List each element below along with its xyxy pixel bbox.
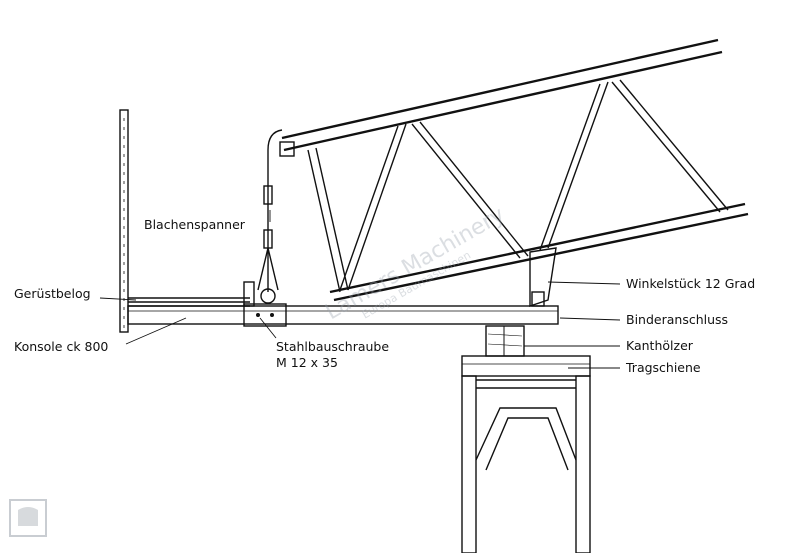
label-tragschiene: Tragschiene (625, 360, 701, 375)
label-kanthoelzer: Kanthölzer (626, 338, 694, 353)
truss-bottom-chord (329, 202, 749, 302)
truss-top-chord (279, 38, 723, 157)
label-geruestbelog: Gerüstbelog (14, 286, 91, 301)
scaffold-decking (128, 297, 250, 307)
bolt-plate (243, 281, 287, 327)
label-stahlbauschraube: Stahlbauschraube (276, 339, 389, 354)
brand-logo-icon (9, 499, 47, 537)
scaffold-post (119, 109, 129, 333)
tarp-tensioner (257, 129, 283, 304)
label-blachenspanner: Blachenspanner (144, 217, 246, 232)
timber-blocks (485, 325, 525, 357)
support-tower (461, 355, 591, 553)
label-binderanschluss: Binderanschluss (626, 312, 728, 327)
label-winkelstueck: Winkelstück 12 Grad (626, 276, 755, 291)
truss-web (307, 79, 729, 293)
label-konsole: Konsole ck 800 (14, 339, 108, 354)
console-beam (127, 305, 559, 325)
angle-piece (529, 247, 557, 307)
leader-lines (99, 210, 621, 369)
label-stahlbauschraube-size: M 12 x 35 (276, 355, 338, 370)
